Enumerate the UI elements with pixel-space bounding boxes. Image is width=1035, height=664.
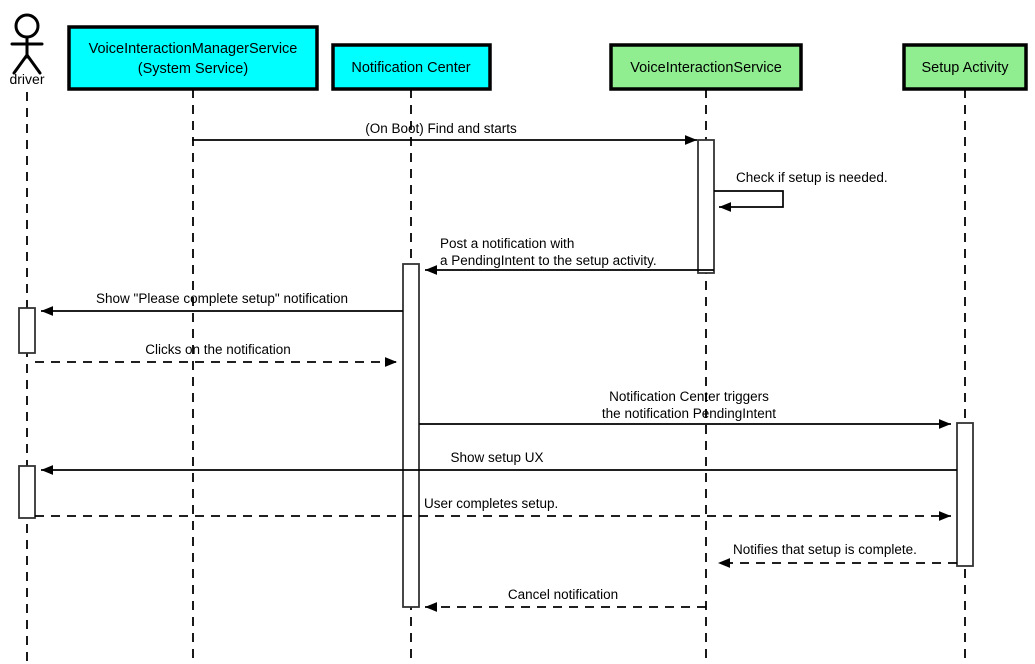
actor-head-icon	[14, 13, 40, 39]
actor-driver[interactable]: driver	[9, 13, 45, 87]
message-label-line2: a PendingIntent to the setup activity.	[440, 253, 657, 268]
message-label: Check if setup is needed.	[736, 170, 888, 185]
activation-voice-interaction-service	[697, 139, 715, 274]
actor-left-leg-icon	[12, 53, 29, 75]
message-self-loop-line	[714, 190, 784, 212]
activation-notification-center	[402, 263, 420, 608]
participant-notification-center-label: Notification Center	[351, 60, 470, 76]
participant-voice-interaction-service-box[interactable]	[609, 43, 803, 91]
participant-setup-activity-label: Setup Activity	[921, 60, 1009, 76]
message-post-a-notification[interactable]: Post a notification with a PendingIntent…	[425, 236, 714, 275]
participant-vims[interactable]: VoiceInteractionManagerService (System S…	[67, 25, 319, 91]
actor-right-leg-icon	[25, 53, 42, 75]
message-notification-center-triggers-pendingintent[interactable]: Notification Center triggers the notific…	[419, 389, 951, 429]
actor-driver-label: driver	[9, 71, 44, 87]
message-label: Clicks on the notification	[145, 342, 291, 357]
message-label-line1: Post a notification with	[440, 236, 574, 251]
message-label-line2: the notification PendingIntent	[602, 406, 776, 421]
message-clicks-on-the-notification[interactable]: Clicks on the notification	[35, 342, 397, 367]
participant-voice-interaction-service[interactable]: VoiceInteractionService	[609, 43, 803, 91]
message-on-boot-find-and-starts[interactable]: (On Boot) Find and starts	[192, 121, 697, 145]
participant-voice-interaction-service-label: VoiceInteractionService	[630, 60, 782, 76]
participant-vims-label-line2: (System Service)	[138, 61, 248, 77]
participant-notification-center-box[interactable]	[331, 43, 492, 91]
message-label: Notifies that setup is complete.	[733, 542, 917, 557]
message-check-if-setup-is-needed[interactable]: Check if setup is needed.	[714, 170, 888, 212]
activation-setup-activity	[956, 422, 974, 567]
participant-setup-activity-box[interactable]	[902, 43, 1028, 91]
message-show-setup-ux[interactable]: Show setup UX	[41, 450, 957, 475]
activation-driver-2	[18, 465, 36, 519]
message-label: Cancel notification	[508, 587, 618, 602]
message-show-please-complete-setup-notification[interactable]: Show "Please complete setup" notificatio…	[41, 291, 403, 316]
participant-vims-box[interactable]	[67, 25, 319, 91]
participant-notification-center[interactable]: Notification Center	[331, 43, 492, 91]
message-notifies-that-setup-is-complete[interactable]: Notifies that setup is complete.	[718, 542, 957, 568]
message-label-line1: Notification Center triggers	[609, 389, 769, 404]
message-label: User completes setup.	[424, 496, 558, 511]
message-label: Show "Please complete setup" notificatio…	[96, 291, 348, 306]
participant-vims-label-line1: VoiceInteractionManagerService	[89, 41, 298, 57]
activation-driver-1	[18, 307, 36, 354]
message-label: Show setup UX	[450, 450, 543, 465]
activations-group	[18, 139, 974, 608]
message-cancel-notification[interactable]: Cancel notification	[425, 587, 706, 612]
message-label: (On Boot) Find and starts	[365, 121, 517, 136]
participant-setup-activity[interactable]: Setup Activity	[902, 43, 1028, 91]
message-user-completes-setup[interactable]: User completes setup.	[35, 496, 951, 521]
